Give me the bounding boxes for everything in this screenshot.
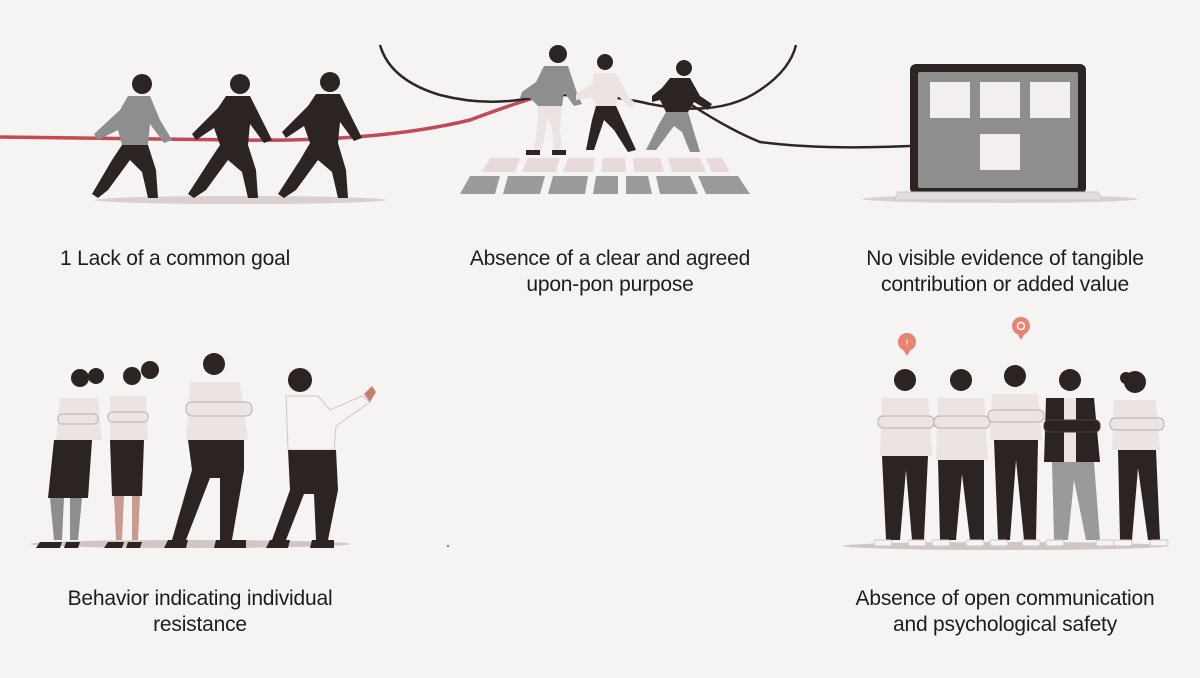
- team-member-figure: [1109, 371, 1169, 547]
- group-member-figure: [646, 60, 712, 152]
- tug-of-war-team-icon: [0, 72, 541, 204]
- caption-line: Absence of open communication: [855, 587, 1155, 610]
- team-member-figure: [987, 365, 1045, 547]
- caption-line: Behavior indicating individual: [67, 587, 333, 610]
- floor-steps: [460, 158, 750, 194]
- team-member-figure: [278, 72, 362, 198]
- stray-dot: [446, 544, 450, 548]
- team-member-figure: [931, 369, 991, 547]
- speech-bubble-icon: !: [898, 333, 916, 356]
- svg-text:!: !: [905, 339, 909, 349]
- caption-line: No visible evidence of tangible: [866, 247, 1144, 270]
- divided-group-icon: [378, 44, 911, 194]
- caption-open-communication: Absence of open communication and psycho…: [840, 586, 1170, 638]
- caption-line: contribution or added value: [881, 273, 1129, 296]
- crossed-arms-group-icon: [30, 353, 376, 548]
- caption-individual-resistance: Behavior indicating individual resistanc…: [45, 586, 355, 638]
- laptop-screen-icon: [862, 64, 1138, 203]
- caption-no-visible-contribution: No visible evidence of tangible contribu…: [845, 246, 1165, 298]
- team-member-figure: [92, 74, 172, 198]
- team-member-figure: [873, 369, 935, 547]
- team-member-figure: [1043, 369, 1115, 547]
- group-member-figure: [164, 353, 253, 548]
- caption-line: Absence of a clear and agreed: [469, 247, 751, 270]
- team-member-figure: [188, 74, 272, 198]
- group-member-figure: [104, 361, 159, 548]
- silent-team-icon: !: [843, 317, 1169, 550]
- caption-line: resistance: [153, 613, 247, 636]
- caption-line: upon-pon purpose: [526, 273, 694, 296]
- caption-line: 1 Lack of a common goal: [60, 247, 291, 270]
- group-member-figure: [266, 368, 376, 548]
- group-member-figure: [576, 54, 636, 152]
- group-member-figure: [520, 45, 582, 155]
- speech-bubble-icon: [1012, 317, 1030, 340]
- group-member-figure: [36, 368, 104, 548]
- caption-lack-common-goal: 1 Lack of a common goal: [60, 246, 360, 272]
- caption-line: and psychological safety: [892, 613, 1117, 636]
- caption-absence-clear-purpose: Absence of a clear and agreed upon-pon p…: [450, 246, 770, 298]
